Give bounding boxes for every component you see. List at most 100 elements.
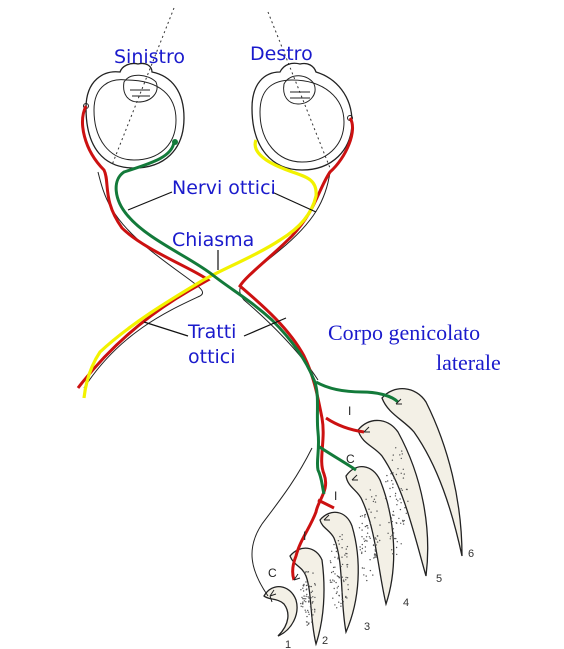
stipple-dot <box>333 543 335 546</box>
stipple-dot <box>306 593 308 596</box>
stipple-dot <box>302 598 304 600</box>
stipple-dot <box>345 596 347 598</box>
stipple-dot <box>397 484 399 487</box>
stipple-dot <box>311 602 314 604</box>
stipple-dot <box>341 576 343 578</box>
stipple-dot <box>403 473 405 475</box>
stipple-dot <box>369 522 371 525</box>
stipple-dot <box>347 584 349 586</box>
stipple-dot <box>375 554 377 557</box>
stipple-dot <box>305 589 307 591</box>
stipple-dot <box>346 545 349 548</box>
stipple-dot <box>336 587 338 589</box>
stipple-dot <box>361 567 364 569</box>
stipple-dot <box>372 544 375 546</box>
stipple-dot <box>339 535 341 538</box>
stipple-dot <box>302 590 305 592</box>
stipple-dot <box>364 516 366 518</box>
stipple-dot <box>376 535 379 537</box>
stipple-dot <box>392 514 394 516</box>
red-branch-layer-3 <box>317 498 335 510</box>
stipple-dot <box>335 550 338 553</box>
stipple-dot <box>406 488 408 491</box>
stipple-dot <box>365 539 367 542</box>
stipple-dot <box>374 517 376 519</box>
stipple-dot <box>342 601 344 603</box>
stipple-dot <box>306 621 308 623</box>
stipple-dot <box>301 596 303 599</box>
stipple-dot <box>361 551 363 553</box>
red-branch-layer-5 <box>325 416 365 434</box>
stipple-dot <box>373 498 376 500</box>
stipple-dot <box>312 601 314 603</box>
stipple-dot <box>402 520 404 523</box>
stipple-dot <box>308 597 310 599</box>
stipple-dot <box>375 553 377 556</box>
stipple-dot <box>307 611 310 613</box>
stipple-dot <box>336 575 339 577</box>
stipple-dot <box>346 566 348 568</box>
stipple-dot <box>375 556 377 558</box>
chiasm-label: Chiasma <box>172 229 254 251</box>
stipple-dot <box>345 576 347 579</box>
stipple-dot <box>302 606 304 608</box>
stipple-dot <box>397 500 399 502</box>
stipple-dot <box>407 500 409 502</box>
stipple-dot <box>343 580 345 583</box>
stipple-dot <box>341 563 344 566</box>
lgn-layers <box>263 388 463 647</box>
stipple-dot <box>337 575 340 578</box>
fiber-terminals <box>269 398 402 603</box>
stipple-dot <box>308 622 310 624</box>
stipple-dot <box>342 579 345 581</box>
layer-1-fiber <box>251 447 313 597</box>
stipple-dot <box>364 546 367 548</box>
stipple-dot <box>305 611 307 613</box>
stipple-dot <box>335 581 337 584</box>
stipple-dot <box>334 573 336 575</box>
stipple-dot <box>395 447 397 449</box>
layer-2-number: 2 <box>322 635 328 647</box>
stipple-dot <box>391 479 393 482</box>
green-branch-layer-6 <box>315 380 400 404</box>
stipple-dot <box>310 597 312 599</box>
stipple-dot <box>374 537 377 539</box>
stipple-dot <box>359 549 361 551</box>
stipple-dot <box>333 587 335 590</box>
stipple-dot <box>374 556 376 558</box>
stipple-dot <box>345 552 347 555</box>
stipple-dot <box>329 579 331 581</box>
stipple-dot <box>345 579 347 581</box>
stipple-dot <box>314 609 316 611</box>
red-fiber-left-eye <box>76 105 211 389</box>
stipple-dot <box>367 527 369 529</box>
stipple-dot <box>394 495 397 497</box>
stipple-dot <box>300 605 302 607</box>
stipple-dot <box>307 571 309 573</box>
stipple-dot <box>337 540 340 542</box>
stipple-dot <box>304 609 306 611</box>
stipple-dot <box>332 566 335 569</box>
stipple-dot <box>374 550 377 552</box>
stipple-dot <box>401 453 403 455</box>
stipple-dot <box>361 552 363 555</box>
lgn-layer-4 <box>345 466 395 607</box>
stipple-dot <box>394 537 396 540</box>
stipple-dot <box>396 504 398 506</box>
stipple-dot <box>361 536 363 538</box>
stipple-dot <box>341 534 343 536</box>
stipple-dot <box>373 554 376 556</box>
stipple-dot <box>334 556 336 558</box>
stipple-dot <box>340 565 342 568</box>
stipple-dot <box>392 532 395 534</box>
stipple-dot <box>395 522 397 524</box>
stipple-dot <box>398 517 400 520</box>
stipple-dot <box>306 624 308 626</box>
stipple-dot <box>346 577 349 579</box>
stipple-dot <box>314 611 316 613</box>
stipple-dot <box>366 579 368 582</box>
stipple-dot <box>366 540 368 542</box>
stipple-dot <box>332 579 334 581</box>
stipple-dot <box>341 598 343 601</box>
stipple-dot <box>400 502 402 504</box>
